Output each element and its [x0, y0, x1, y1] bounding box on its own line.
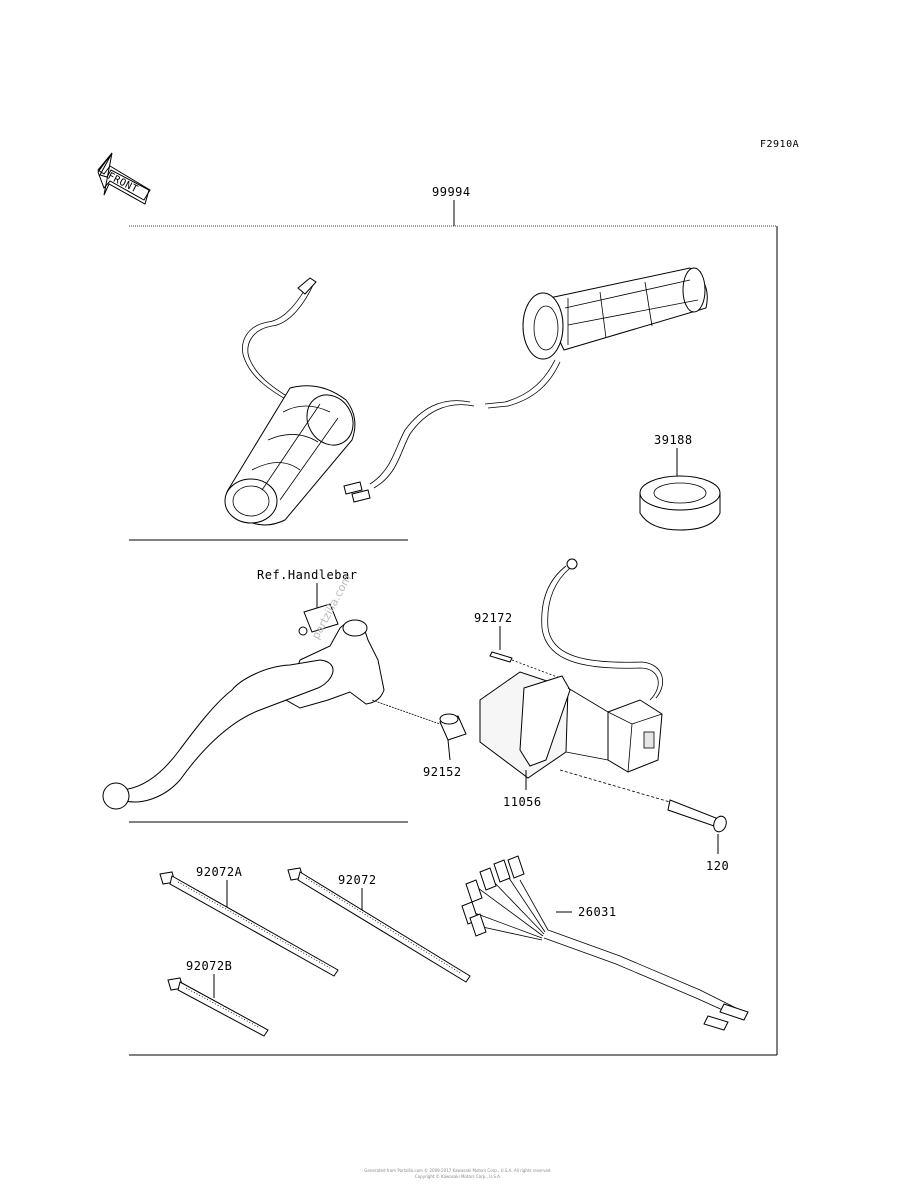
left-grip-heater	[224, 277, 356, 526]
assembly-frame	[129, 225, 778, 1056]
label-26031: 26031	[578, 905, 617, 919]
label-120: 120	[706, 859, 729, 873]
label-92152: 92152	[423, 765, 462, 779]
assembly-label: 99994	[432, 185, 471, 199]
heater-controller: 92172 11056	[474, 558, 664, 809]
wire-harness-26031: 26031	[461, 855, 749, 1031]
label-39188: 39188	[654, 433, 693, 447]
right-grip-heater	[343, 267, 708, 503]
cable-tie-92072B: 92072B	[167, 959, 269, 1037]
figure-code: F2910A	[760, 139, 799, 150]
label-92072A: 92072A	[196, 865, 243, 879]
label-11056: 11056	[503, 795, 542, 809]
copyright-line-1: Generated from Partzilla.com © 2009-2017…	[364, 1168, 551, 1173]
label-92072B: 92072B	[186, 959, 232, 973]
label-92172: 92172	[474, 611, 513, 625]
clutch-lever: Ref.Handlebar	[102, 568, 441, 810]
part-92152-sleeve: 92152	[423, 713, 467, 779]
cable-tie-92072A: 92072A	[159, 865, 339, 977]
part-39188-ring: 39188	[639, 433, 721, 531]
label-ref-handlebar: Ref.Handlebar	[257, 568, 357, 582]
label-92072: 92072	[338, 873, 377, 887]
part-120-bolt: 120	[559, 769, 729, 873]
copyright-line-2: Copyright © Kawasaki Motors Corp., U.S.A…	[415, 1174, 501, 1179]
cable-tie-92072: 92072	[287, 867, 471, 983]
front-arrow-icon: FRONT	[97, 152, 151, 205]
